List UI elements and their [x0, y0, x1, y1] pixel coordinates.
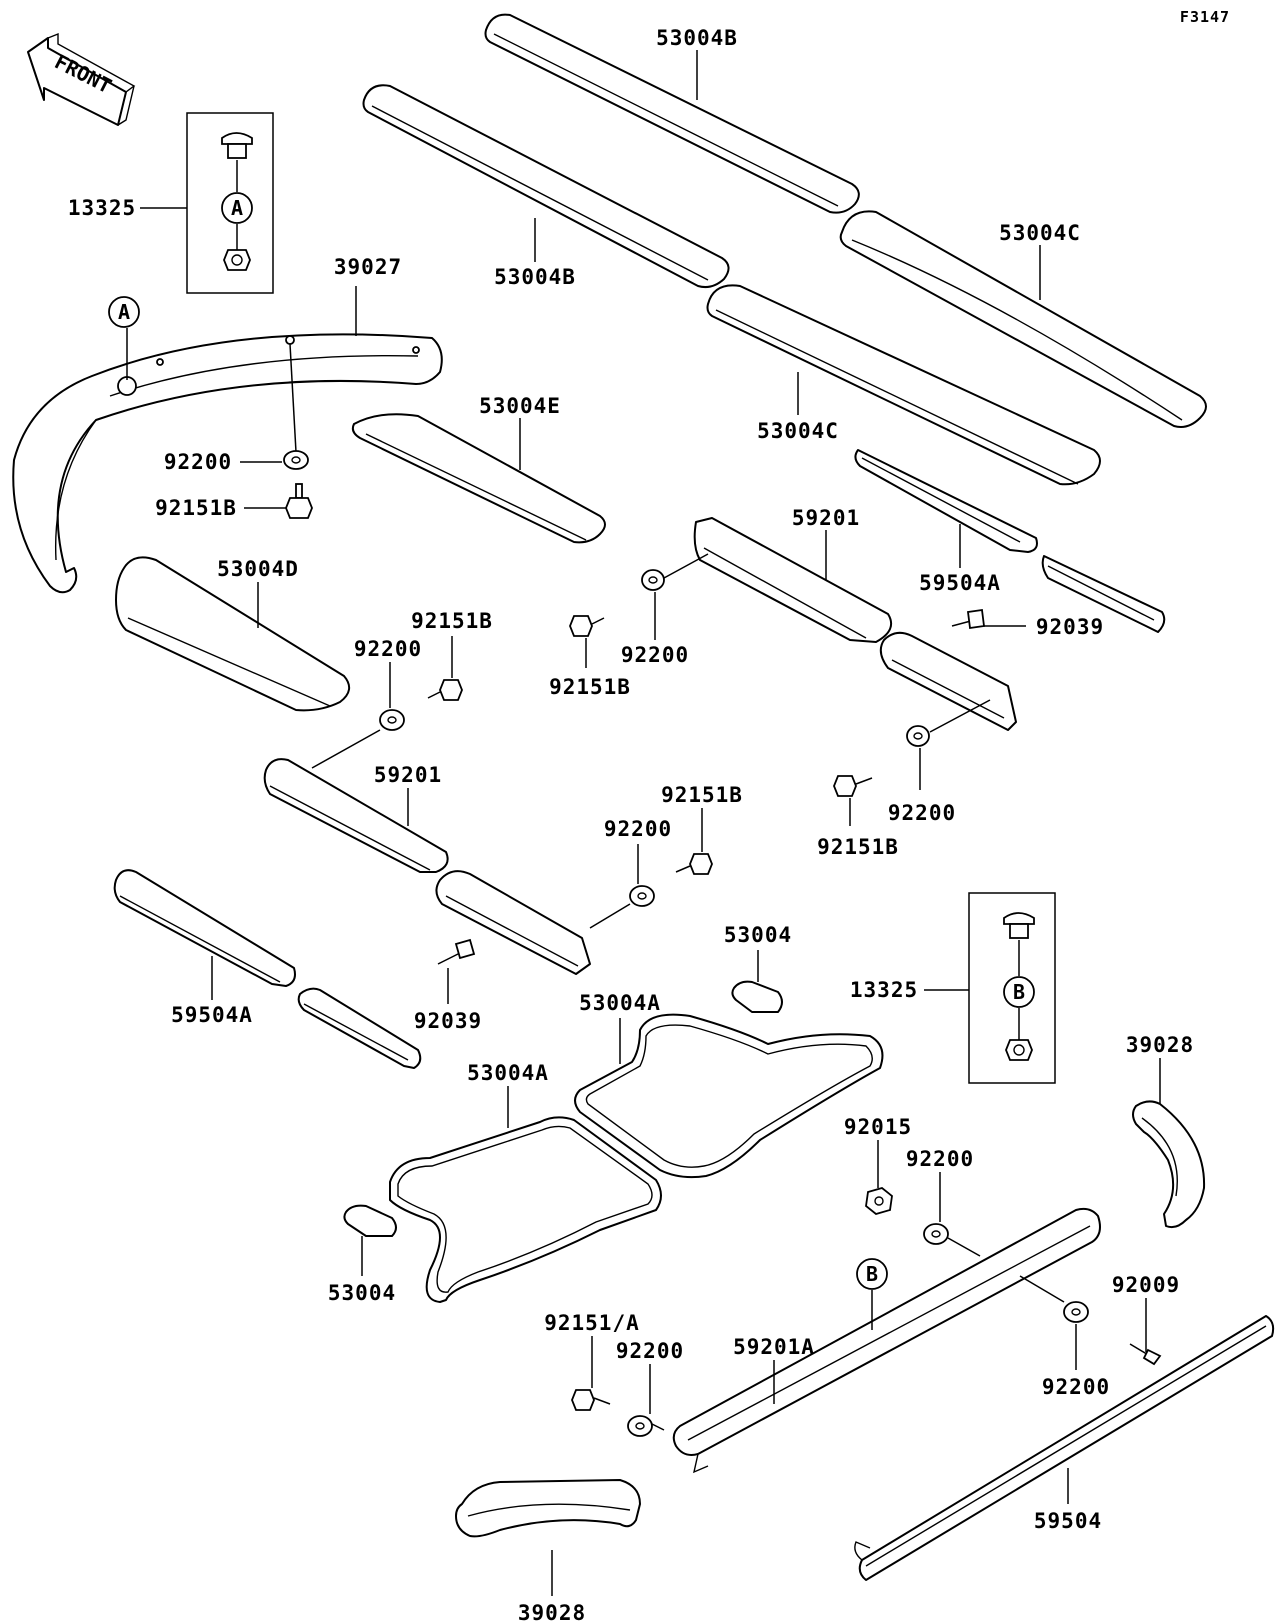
- trim-59504A-left: [113, 869, 422, 1069]
- pad-53004C-right: [839, 210, 1207, 428]
- label-92200-g: 92200: [616, 1339, 684, 1363]
- bolt-92151B-b: [569, 615, 605, 637]
- svg-text:B: B: [1013, 980, 1025, 1004]
- figure-code: F3147: [1180, 8, 1230, 26]
- label-53004-small-bottom: 53004: [328, 1281, 396, 1305]
- washer-92200-f: [923, 1223, 949, 1245]
- callout-a-bumper: A: [108, 296, 140, 328]
- label-92151B-b: 92151B: [549, 675, 631, 699]
- mat-53004A-left: [389, 1116, 662, 1303]
- trim-59504A-right: [854, 449, 1166, 633]
- washer-92200-g: [627, 1415, 653, 1437]
- bolt-92151A: [571, 1389, 611, 1411]
- hardware-box-a: [186, 112, 274, 294]
- pad-53004-small-top: [731, 980, 783, 1013]
- label-92151A: 92151/A: [544, 1311, 640, 1335]
- label-53004A-left: 53004A: [467, 1061, 549, 1085]
- callout-b-rail: B: [856, 1258, 888, 1290]
- label-59201-right: 59201: [792, 506, 860, 530]
- rivet-92039-right: [951, 608, 986, 630]
- label-59504A-left: 59504A: [171, 1003, 253, 1027]
- label-92200-b: 92200: [621, 643, 689, 667]
- label-53004B-left: 53004B: [494, 265, 576, 289]
- pad-53004D: [115, 556, 351, 712]
- washer-92200-b: [641, 569, 665, 591]
- label-53004-small-top: 53004: [724, 923, 792, 947]
- label-92200-f: 92200: [906, 1147, 974, 1171]
- bolt-92151B-d: [427, 679, 463, 701]
- label-59504: 59504: [1034, 1509, 1102, 1533]
- nut-13325-b: [1005, 1039, 1033, 1061]
- bolt-92151B-e: [675, 853, 713, 875]
- pad-53004E: [351, 413, 606, 544]
- pad-53004-small-bottom: [343, 1204, 397, 1237]
- label-39028-right: 39028: [1126, 1033, 1194, 1057]
- rail-59201A: [672, 1207, 1101, 1474]
- label-59201A: 59201A: [733, 1335, 815, 1359]
- label-92151B-e: 92151B: [661, 783, 743, 807]
- bolt-92151B-a: [285, 483, 313, 519]
- rail-59201-left: [263, 758, 591, 975]
- label-92009: 92009: [1112, 1273, 1180, 1297]
- pad-53004B-top: [484, 13, 860, 214]
- label-92039-left: 92039: [414, 1009, 482, 1033]
- label-53004B-top: 53004B: [656, 26, 738, 50]
- mat-53004A-right: [574, 1013, 884, 1179]
- pad-53004C-mid: [706, 284, 1101, 486]
- washer-92200-e: [629, 885, 655, 907]
- label-39027: 39027: [334, 255, 402, 279]
- washer-92200-c: [906, 725, 930, 747]
- label-53004E: 53004E: [479, 394, 561, 418]
- label-92151B-c: 92151B: [817, 835, 899, 859]
- label-53004C-right: 53004C: [999, 221, 1081, 245]
- svg-text:B: B: [866, 1262, 878, 1286]
- screw-13325-b: [1003, 912, 1035, 939]
- rail-59201-right: [693, 517, 1017, 731]
- svg-text:A: A: [118, 300, 130, 324]
- label-53004C-mid: 53004C: [757, 419, 839, 443]
- trim-59504: [854, 1315, 1275, 1581]
- label-92200-c: 92200: [888, 801, 956, 825]
- label-92200-d: 92200: [354, 637, 422, 661]
- callout-b-box: B: [1003, 976, 1035, 1008]
- pad-53004B-left: [362, 84, 730, 289]
- screw-92009: [1129, 1343, 1162, 1366]
- washer-92200-a: [283, 450, 309, 470]
- bumper-39028-bottom: [455, 1479, 641, 1538]
- washer-92200-h: [1063, 1301, 1089, 1323]
- hardware-box-b: [968, 892, 1056, 1084]
- bumper-39028-right: [1132, 1100, 1206, 1229]
- label-92039-right: 92039: [1036, 615, 1104, 639]
- rivet-92039-left: [437, 938, 476, 965]
- label-92151B-a: 92151B: [155, 496, 237, 520]
- label-92200-a: 92200: [164, 450, 232, 474]
- label-13325-b: 13325: [850, 978, 918, 1002]
- label-92015: 92015: [844, 1115, 912, 1139]
- label-59504A-right: 59504A: [919, 571, 1001, 595]
- callout-a-box: A: [221, 192, 253, 224]
- bolt-92151B-c: [833, 775, 873, 797]
- nut-92015: [865, 1187, 893, 1215]
- label-13325-a: 13325: [68, 196, 136, 220]
- washer-92200-d: [379, 709, 405, 731]
- label-92200-h: 92200: [1042, 1375, 1110, 1399]
- screw-13325-a: [221, 132, 253, 159]
- label-92200-e: 92200: [604, 817, 672, 841]
- svg-text:A: A: [231, 196, 243, 220]
- label-53004D: 53004D: [217, 557, 299, 581]
- label-39028-bottom: 39028: [518, 1601, 586, 1624]
- label-92151B-d: 92151B: [411, 609, 493, 633]
- label-59201-left: 59201: [374, 763, 442, 787]
- front-arrow-icon: FRONT: [27, 32, 136, 126]
- nut-13325-a: [223, 249, 251, 271]
- label-53004A-right: 53004A: [579, 991, 661, 1015]
